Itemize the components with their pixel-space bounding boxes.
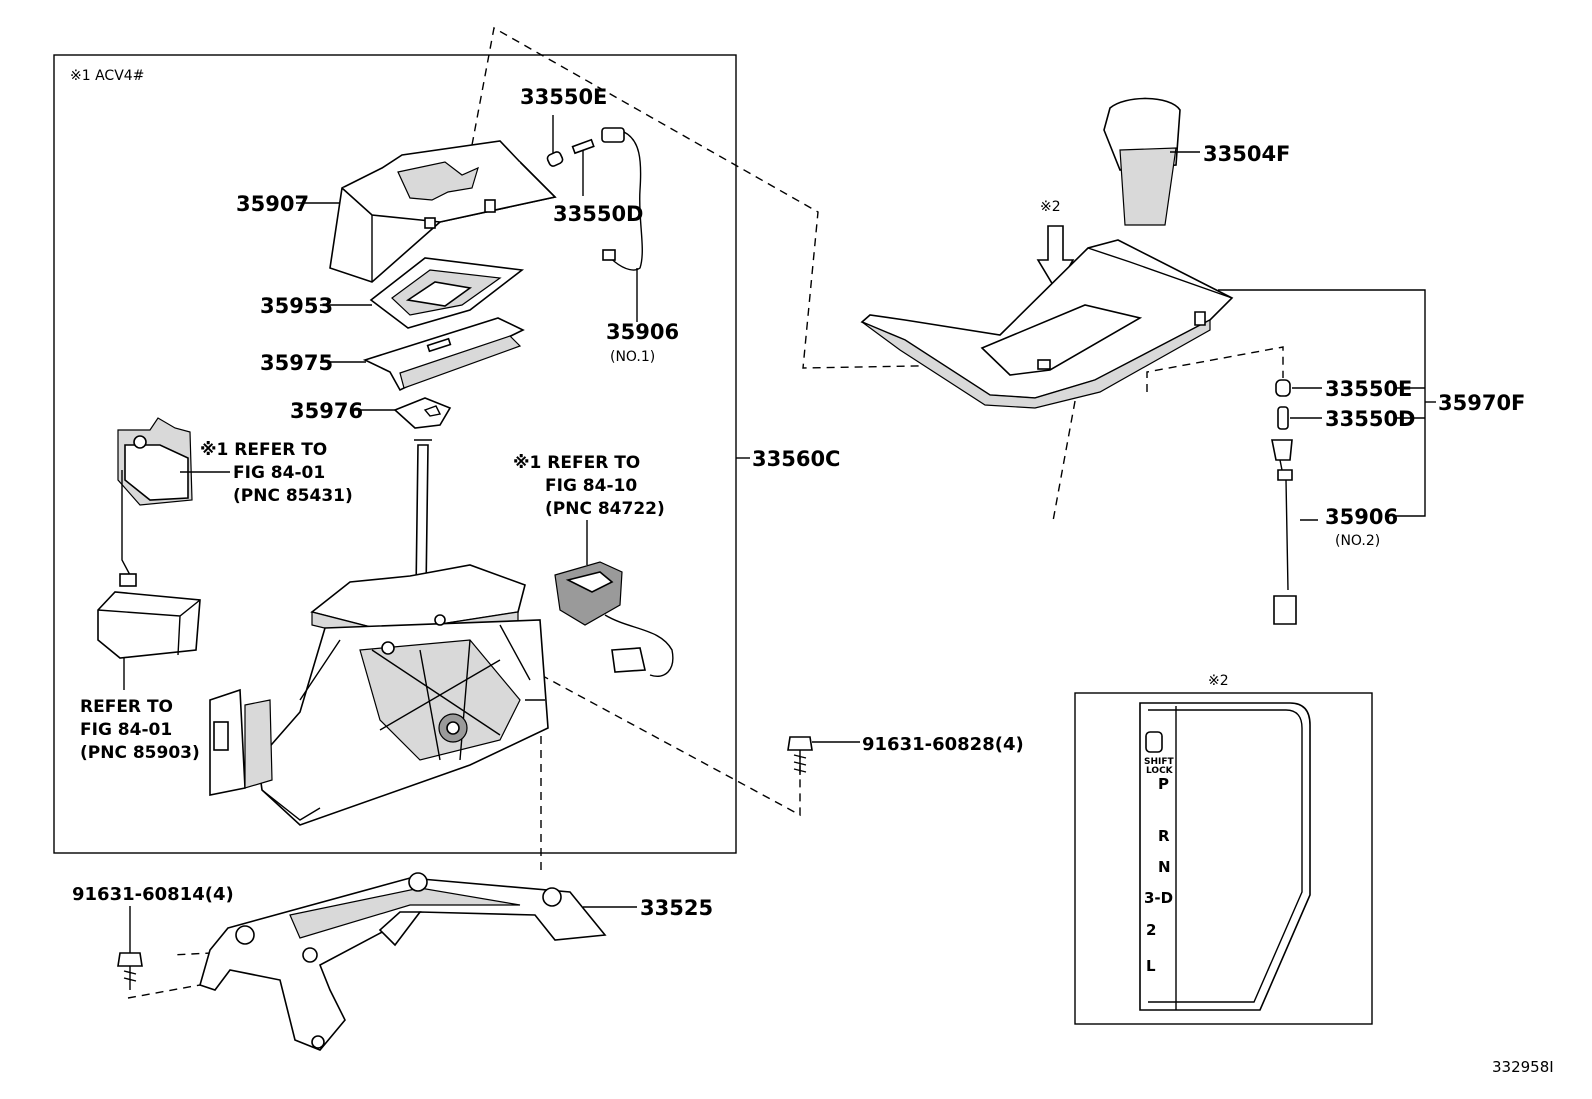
shift-lock-text-1: SHIFT [1144, 757, 1175, 767]
ref3-line3: (PNC 85903) [80, 743, 200, 763]
mark2-box-label: ※2 [1208, 673, 1229, 689]
label-33550E-right: 33550E [1325, 377, 1412, 401]
acv4-label: ※1 ACV4# [70, 68, 144, 84]
bulb-33550E-right [1275, 379, 1291, 397]
socket-33550D-left [571, 138, 595, 196]
label-91631-60828: 91631-60828(4) [862, 734, 1024, 755]
gate-indicator [1139, 702, 1311, 1011]
label-35906-left: 35906 [606, 320, 679, 344]
guide-line-bolt [540, 674, 801, 817]
ref1-line3: (PNC 85431) [233, 486, 353, 506]
label-91631-60814: 91631-60814(4) [72, 884, 234, 905]
base-bracket-33525 [199, 872, 607, 1051]
ref1-line1: ※1 REFER TO [200, 440, 327, 460]
label-35953: 35953 [260, 294, 333, 318]
guide-line-bulb-right [1146, 346, 1284, 392]
solenoid-assembly [117, 417, 193, 587]
label-33550D-right: 33550D [1325, 407, 1416, 431]
bolt-91631-60814 [117, 906, 143, 990]
gear-P: P [1158, 775, 1169, 793]
plate-35976 [393, 397, 452, 429]
label-33525: 33525 [640, 896, 713, 920]
detail-box [1074, 692, 1373, 1025]
gear-2: 2 [1146, 921, 1156, 939]
plate-35975 [362, 317, 525, 392]
gear-3D: 3-D [1144, 889, 1173, 907]
label-35906-right: 35906 [1325, 505, 1398, 529]
label-33550E-left: 33550E [520, 85, 607, 109]
label-33504F: 33504F [1203, 142, 1290, 166]
label-35970F: 35970F [1438, 391, 1525, 415]
ref2-line1: ※1 REFER TO [513, 453, 640, 473]
bracket-35970F [1218, 289, 1426, 517]
label-35975: 35975 [260, 351, 333, 375]
frame-35953 [369, 257, 525, 329]
label-35907: 35907 [236, 192, 309, 216]
ref2-line3: (PNC 84722) [545, 499, 665, 519]
label-33560C: 33560C [752, 447, 840, 471]
shift-lock-button [1145, 731, 1163, 753]
socket-33550D-right [1277, 406, 1289, 430]
acv4-frame [53, 54, 737, 854]
ref3-line1: REFER TO [80, 697, 173, 717]
label-33550D-left: 33550D [553, 202, 644, 226]
ref1-line2: FIG 84-01 [233, 463, 325, 483]
position-sensor [554, 561, 674, 677]
bulb-33550E-left [546, 115, 564, 167]
bolt-91631-60828 [787, 736, 813, 775]
shift-lever-assembly [209, 564, 549, 826]
shift-lever-rod [414, 439, 432, 593]
shift-lock-text-2: LOCK [1146, 766, 1174, 776]
mark2-top: ※2 [1040, 199, 1061, 215]
label-35906-left-sub: (NO.1) [610, 349, 655, 365]
label-35976: 35976 [290, 399, 363, 423]
ref3-line2: FIG 84-01 [80, 720, 172, 740]
ref2-line2: FIG 84-10 [545, 476, 637, 496]
gear-R: R [1158, 827, 1170, 845]
wire-35906-no1 [601, 127, 643, 322]
console-panel-35970F [860, 239, 1234, 409]
control-unit-85903 [97, 591, 201, 690]
figure-id: 332958I [1492, 1058, 1554, 1076]
gear-L: L [1146, 957, 1156, 975]
label-35906-right-sub: (NO.2) [1335, 533, 1380, 549]
shift-knob-33504F [1103, 97, 1181, 226]
wire-35906-no2 [1271, 439, 1318, 625]
cover-35907 [329, 140, 557, 283]
gear-N: N [1158, 858, 1171, 876]
